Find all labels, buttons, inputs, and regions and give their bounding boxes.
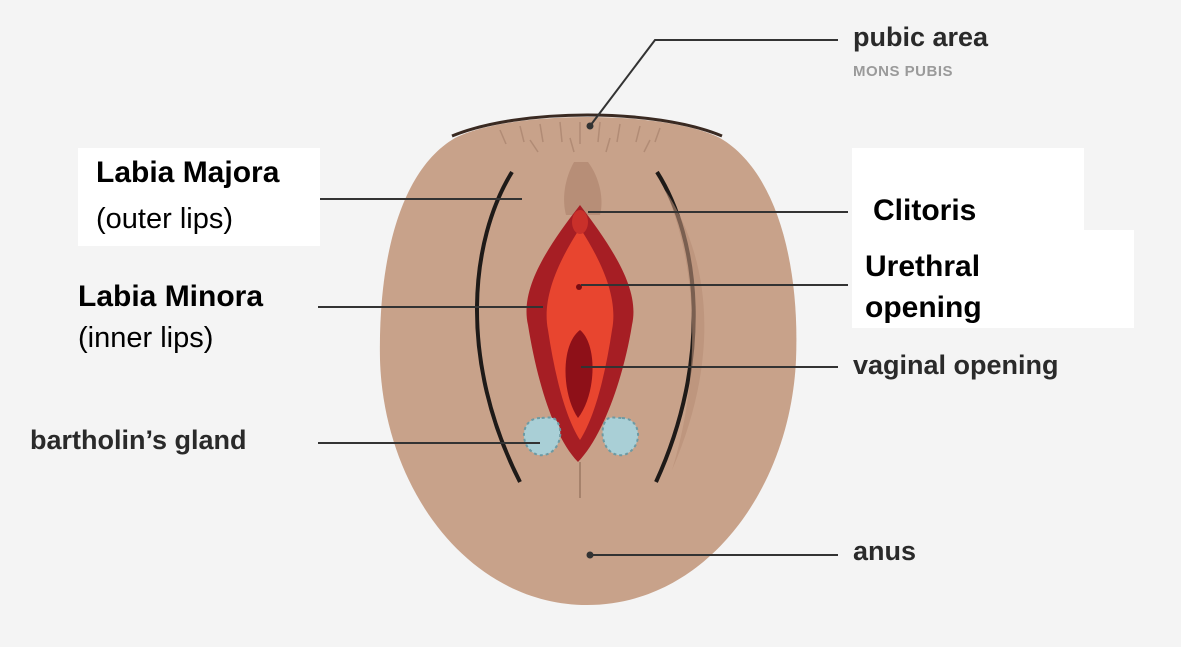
label-urethral-line1: Urethral: [865, 252, 980, 282]
label-mons-pubis: MONS PUBIS: [853, 64, 953, 79]
label-labia-minora: Labia Minora: [78, 282, 263, 312]
label-urethral-line2: opening: [865, 293, 982, 323]
leader-dot-anus: [588, 553, 593, 558]
label-labia-majora: Labia Majora: [96, 158, 279, 188]
label-anus: anus: [853, 538, 916, 565]
label-pubic-area: pubic area: [853, 24, 988, 51]
label-bartholins-gland: bartholin’s gland: [30, 427, 247, 454]
label-labia-minora-sub: (inner lips): [78, 324, 213, 353]
leader-dot-pubic-area: [588, 124, 593, 129]
clitoris-glans: [572, 210, 588, 234]
leader-pubic-area: [590, 40, 838, 126]
label-labia-majora-sub: (outer lips): [96, 205, 233, 234]
label-vaginal-opening: vaginal opening: [853, 352, 1059, 379]
label-clitoris: Clitoris: [873, 196, 976, 226]
